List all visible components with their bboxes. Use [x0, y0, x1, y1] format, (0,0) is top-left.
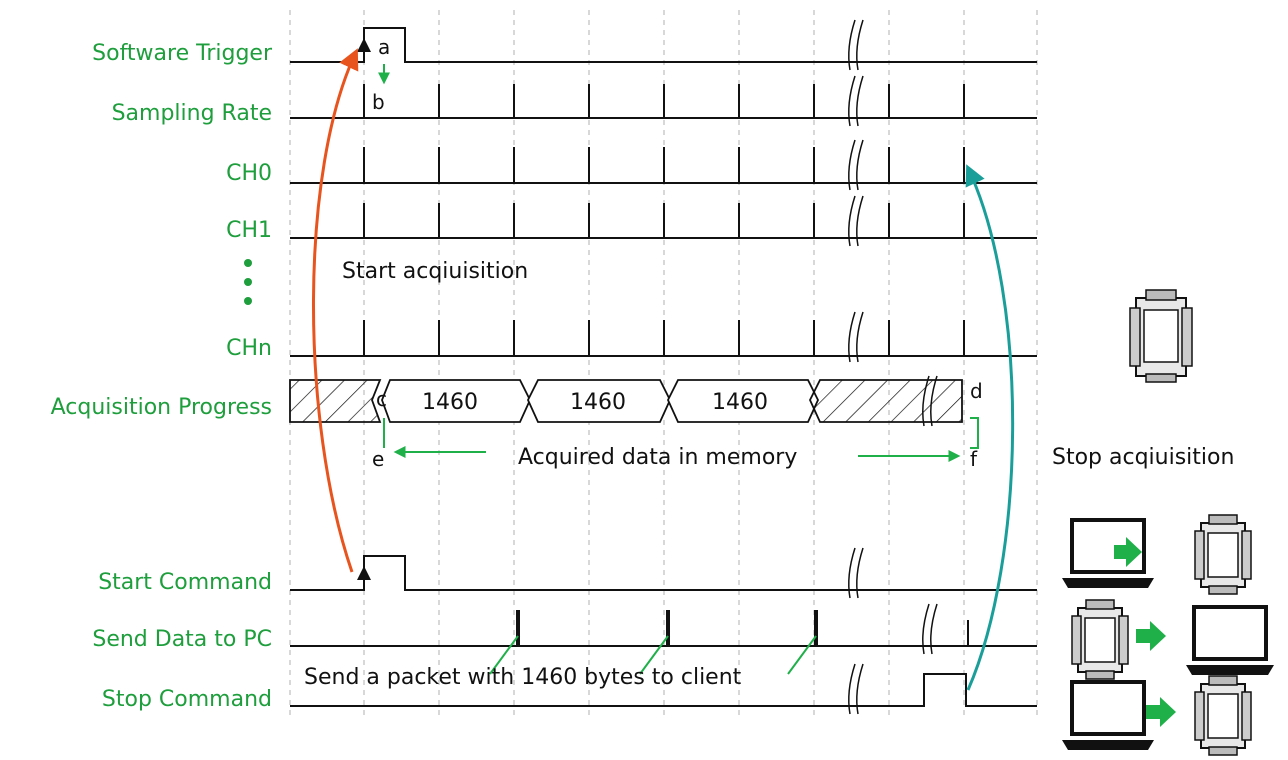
- waveform-acquisition-progress: 1460 1460 1460: [289, 375, 963, 427]
- packet-label-1: 1460: [422, 390, 478, 415]
- stop-acquisition-text: Stop acqiuisition: [1052, 445, 1234, 470]
- label-start-command: Start Command: [98, 570, 272, 595]
- acquired-data-text: Acquired data in memory: [518, 445, 797, 470]
- label-stop-command: Stop Command: [102, 687, 272, 712]
- waveform-ch0: [290, 139, 1037, 191]
- arrow-right-icon: [1114, 537, 1142, 567]
- annotation-f: f: [970, 447, 978, 471]
- packet-label-3: 1460: [712, 390, 768, 415]
- label-sampling-rate: Sampling Rate: [112, 101, 272, 126]
- label-acquisition-progress: Acquisition Progress: [51, 395, 272, 420]
- arrow-right-icon: [1146, 697, 1176, 727]
- start-acquisition-text: Start acqiuisition: [342, 259, 528, 284]
- annotation-c: c: [376, 387, 387, 411]
- signal-labels: Software Trigger Sampling Rate CH0 CH1 C…: [51, 41, 273, 712]
- waveform-chn: [290, 311, 1037, 363]
- label-send-data: Send Data to PC: [92, 627, 272, 652]
- label-software-trigger: Software Trigger: [92, 41, 273, 66]
- waveform-ch1: [290, 195, 1037, 247]
- device-icon: [1194, 514, 1252, 595]
- annotation-e: e: [372, 447, 384, 471]
- waveform-stop-command: [290, 663, 1037, 715]
- label-ch1: CH1: [226, 218, 272, 243]
- grid-lines: [289, 10, 1038, 715]
- annotation-d: d: [970, 379, 983, 403]
- laptop-icon: [1186, 605, 1274, 675]
- ellipsis-dots: [244, 259, 252, 305]
- letter-annotations: a b c d e f: [372, 35, 983, 471]
- device-icon: [1194, 675, 1252, 756]
- waveform-start-command: [290, 547, 1037, 599]
- arrow-right-icon: [1136, 621, 1166, 651]
- laptop-icon: [1062, 518, 1154, 588]
- packet-label-2: 1460: [570, 390, 626, 415]
- annotation-a: a: [378, 35, 390, 59]
- waveform-send-data: [290, 603, 1037, 655]
- waveform-software-trigger: [290, 19, 1037, 71]
- start-trigger-arrow: [312, 48, 359, 573]
- annotation-b: b: [372, 90, 385, 114]
- device-icon: [1071, 599, 1129, 680]
- waveform-sampling-rate: [290, 75, 1037, 127]
- device-icon: [1129, 289, 1193, 383]
- send-packet-text: Send a packet with 1460 bytes to client: [304, 665, 742, 690]
- label-ch0: CH0: [226, 161, 272, 186]
- stop-trigger-arrow: [965, 164, 1015, 691]
- label-chn: CHn: [226, 336, 272, 361]
- green-connectors: [378, 64, 979, 675]
- laptop-icon: [1062, 680, 1154, 750]
